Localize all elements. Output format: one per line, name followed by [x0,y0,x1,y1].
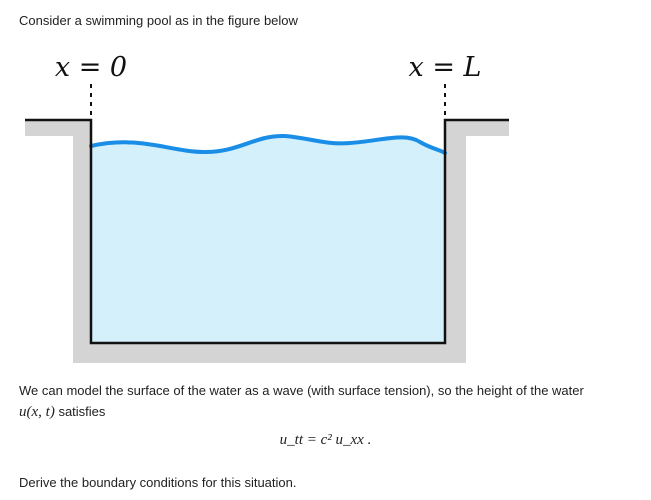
pool-outline [25,118,509,345]
label-x-equals-0: x = 0 [55,52,127,83]
height-variable: u(x, t) [19,404,55,420]
wave-equation: u_tt = c² u_xx . [279,432,372,448]
water-surface [89,133,447,155]
paragraph-suffix: satisfies [54,404,106,419]
closing-text: Derive the boundary conditions for this … [19,475,297,490]
water-body [91,135,445,343]
swimming-pool-figure: x = 0 x = L [25,52,509,363]
paragraph-text: We can model the surface of the water as… [19,383,584,398]
label-x-equals-L: x = L [409,52,482,83]
model-paragraph: We can model the surface of the water as… [19,380,639,423]
left-ledge [25,120,91,136]
intro-text: Consider a swimming pool as in the figur… [19,13,298,28]
right-ledge [445,120,509,136]
